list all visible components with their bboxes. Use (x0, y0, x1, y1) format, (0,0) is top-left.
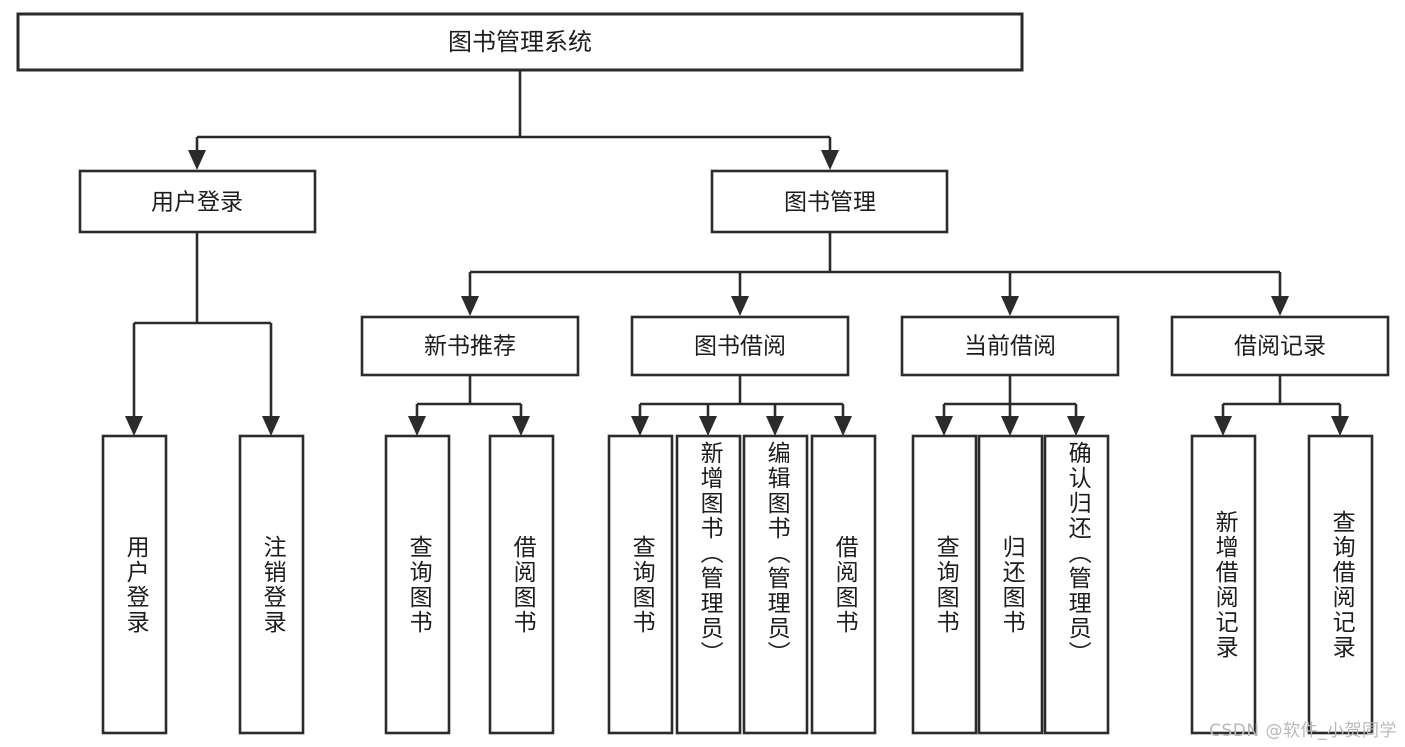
current-borrow-label: 当前借阅 (964, 334, 1056, 360)
arrow-to-user-login (188, 150, 206, 170)
new-book-recommend-label: 新书推荐 (424, 334, 516, 360)
connector-root-to-level2 (188, 70, 839, 170)
leaf-box-borrow-book-2[interactable] (810, 434, 877, 735)
node-root[interactable]: 图书管理系统 (16, 12, 1024, 72)
node-borrow-record[interactable]: 借阅记录 (1170, 315, 1390, 377)
connector-new-book-recommend-to-leaves (408, 375, 530, 436)
root-label: 图书管理系统 (448, 28, 592, 56)
leaf-box-borrow-book-1[interactable] (488, 434, 555, 735)
borrow-record-label: 借阅记录 (1234, 334, 1326, 360)
connector-book-manage-to-level3 (461, 232, 1289, 316)
connector-book-borrow-to-leaves (631, 375, 852, 436)
book-manage-label: 图书管理 (784, 190, 876, 216)
csdn-watermark: CSDN @软件_小贺同学 (1209, 721, 1397, 741)
arrow-to-book-manage (821, 150, 839, 170)
leaf-box-edit-book[interactable] (742, 434, 809, 735)
node-book-borrow[interactable]: 图书借阅 (630, 315, 850, 377)
node-user-login[interactable]: 用户登录 (78, 169, 317, 234)
book-borrow-label: 图书借阅 (694, 334, 786, 360)
user-login-box[interactable] (78, 169, 317, 234)
leaf-box-query-book-1[interactable] (384, 434, 451, 735)
new-book-recommend-box[interactable] (360, 315, 580, 377)
leaf-box-user-login[interactable] (101, 434, 168, 735)
node-current-borrow[interactable]: 当前借阅 (900, 315, 1120, 377)
leaf-box-query-book-3[interactable] (911, 434, 978, 735)
root-box[interactable] (16, 12, 1024, 72)
connector-borrow-record-to-leaves (1214, 375, 1349, 436)
leaf-box-query-record[interactable] (1307, 434, 1374, 735)
leaf-box-confirm-return[interactable] (1043, 434, 1110, 735)
connector-user-login-to-leaves (125, 232, 280, 436)
current-borrow-box[interactable] (900, 315, 1120, 377)
user-login-label: 用户登录 (151, 190, 243, 216)
leaf-box-add-book[interactable] (675, 434, 742, 735)
leaf-box-add-record[interactable] (1190, 434, 1257, 735)
node-book-manage[interactable]: 图书管理 (710, 169, 949, 234)
leaf-box-logout[interactable] (238, 434, 305, 735)
node-new-book-recommend[interactable]: 新书推荐 (360, 315, 580, 377)
connector-current-borrow-to-leaves (935, 375, 1085, 436)
leaf-box-return-book[interactable] (977, 434, 1044, 735)
leaf-box-query-book-2[interactable] (607, 434, 674, 735)
